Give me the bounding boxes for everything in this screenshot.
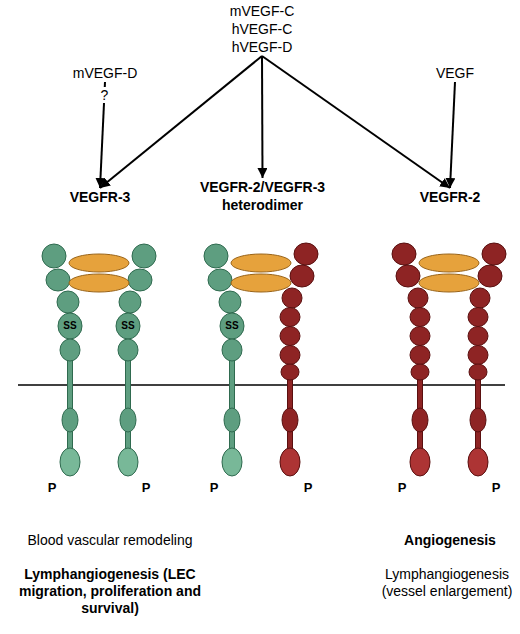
- ligand-dimer: [419, 254, 479, 292]
- outcome-label: Lymphangiogenesis (vessel enlargement): [376, 566, 518, 600]
- disulfide-label: SS: [117, 320, 139, 332]
- disulfide-label: SS: [59, 320, 81, 332]
- outcome-label: Angiogenesis: [380, 532, 520, 549]
- outcome-label: Lymphangiogenesis (LEC migration, prolif…: [8, 566, 213, 617]
- phospho-label: P: [488, 480, 504, 496]
- phospho-label: P: [300, 480, 316, 496]
- disulfide-label: SS: [221, 320, 243, 332]
- outcome-label: Blood vascular remodeling: [8, 532, 213, 549]
- phospho-label: P: [206, 480, 222, 496]
- ligand-name: mVEGF-D: [60, 64, 150, 82]
- edge-label: ?: [98, 87, 110, 103]
- binding-arrow: [261, 56, 264, 178]
- phospho-label: P: [394, 480, 410, 496]
- cell-membrane: [18, 384, 505, 386]
- receptor-complex: VEGFR-2/VEGFR-3 heterodimer: [190, 178, 335, 498]
- ligand-name: VEGF: [420, 64, 490, 82]
- ligand-name: hVEGF-D: [207, 38, 317, 56]
- ligand-group: mVEGF-D: [60, 64, 150, 82]
- phospho-label: P: [138, 480, 154, 496]
- phospho-label: P: [44, 480, 60, 496]
- binding-arrow: [262, 56, 450, 188]
- receptor-name: VEGFR-2: [385, 188, 515, 206]
- ligand-name: hVEGF-C: [207, 20, 317, 38]
- ligand-dimer: [231, 254, 291, 292]
- receptor-complex: VEGFR-3: [30, 188, 170, 498]
- receptor-name: VEGFR-2/VEGFR-3 heterodimer: [190, 178, 335, 214]
- ligand-dimer: [69, 254, 129, 292]
- ligand-name: mVEGF-C: [207, 2, 317, 20]
- binding-arrow: [450, 82, 455, 188]
- ligand-group: VEGF: [420, 64, 490, 82]
- ligand-group: mVEGF-ChVEGF-ChVEGF-D: [207, 2, 317, 56]
- receptor-name: VEGFR-3: [30, 188, 170, 206]
- receptor-complex: VEGFR-2: [385, 188, 515, 498]
